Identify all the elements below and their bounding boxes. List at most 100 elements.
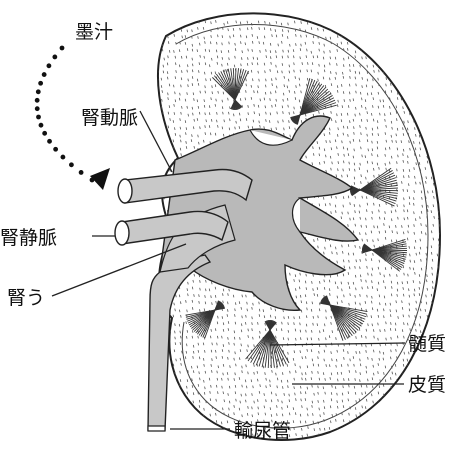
cortex-stipple-mark bbox=[402, 62, 403, 65]
cortex-stipple-mark bbox=[403, 399, 404, 402]
cortex-stipple-mark bbox=[445, 197, 446, 200]
cortex-stipple-mark bbox=[438, 161, 439, 164]
cortex-stipple-mark bbox=[445, 155, 446, 158]
cortex-stipple-mark bbox=[427, 62, 428, 65]
cortex-stipple-mark bbox=[384, 57, 385, 60]
cortex-stipple-mark bbox=[192, 421, 193, 424]
cortex-stipple-mark bbox=[181, 415, 182, 418]
cortex-stipple-mark bbox=[433, 316, 434, 319]
cortex-stipple-mark bbox=[439, 147, 440, 150]
cortex-stipple-mark bbox=[377, 448, 378, 451]
cortex-stipple-mark bbox=[162, 449, 163, 452]
cortex-stipple-mark bbox=[396, 70, 397, 73]
cortex-stipple-mark bbox=[396, 49, 397, 52]
cortex-stipple-mark bbox=[287, 448, 288, 451]
cortex-stipple-mark bbox=[409, 406, 410, 409]
cortex-stipple-mark bbox=[403, 57, 404, 60]
cortex-stipple-mark bbox=[427, 366, 428, 369]
cortex-stipple-mark bbox=[163, 168, 164, 171]
cortex-stipple-mark bbox=[181, 421, 182, 424]
cortex-stipple-mark bbox=[185, 433, 186, 436]
cortex-stipple-mark bbox=[395, 392, 396, 395]
cortex-stipple-mark bbox=[420, 43, 421, 46]
cortex-stipple-mark bbox=[377, 48, 378, 51]
cortex-stipple-mark bbox=[228, 441, 229, 444]
cortex-stipple-mark bbox=[324, 442, 325, 445]
cortex-stipple-mark bbox=[434, 29, 435, 32]
ink-dot bbox=[39, 123, 44, 128]
cortex-stipple-mark bbox=[224, 442, 225, 445]
cortex-stipple-mark bbox=[414, 58, 415, 61]
cortex-stipple-mark bbox=[162, 244, 163, 247]
cortex-stipple-mark bbox=[354, 21, 355, 24]
cortex-stipple-mark bbox=[384, 450, 385, 453]
cortex-stipple-mark bbox=[355, 429, 356, 432]
ink-dot bbox=[52, 55, 57, 60]
cortex-stipple-mark bbox=[283, 447, 284, 450]
cortex-stipple-mark bbox=[433, 420, 434, 423]
cortex-stipple-mark bbox=[444, 266, 445, 269]
cortex-stipple-mark bbox=[420, 78, 421, 81]
cortex-stipple-mark bbox=[445, 436, 446, 439]
cortex-stipple-mark bbox=[402, 21, 403, 24]
cortex-stipple-mark bbox=[355, 37, 356, 40]
cortex-stipple-mark bbox=[409, 371, 410, 374]
cortex-stipple-mark bbox=[181, 21, 182, 24]
cortex-stipple-mark bbox=[444, 44, 445, 47]
cortex-stipple-mark bbox=[398, 76, 399, 79]
cortex-stipple-mark bbox=[433, 21, 434, 24]
cortex-stipple-mark bbox=[444, 133, 445, 136]
cortex-stipple-mark bbox=[426, 441, 427, 444]
cortex-stipple-mark bbox=[408, 21, 409, 24]
cortex-stipple-mark bbox=[180, 435, 181, 438]
cortex-stipple-mark bbox=[253, 449, 254, 452]
cortex-stipple-mark bbox=[155, 91, 156, 94]
cortex-stipple-mark bbox=[174, 414, 175, 417]
cortex-stipple-mark bbox=[445, 274, 446, 277]
cortex-stipple-mark bbox=[365, 442, 366, 445]
cortex-stipple-mark bbox=[439, 128, 440, 131]
cortex-stipple-mark bbox=[188, 426, 189, 429]
cortex-stipple-mark bbox=[427, 92, 428, 95]
cortex-stipple-mark bbox=[440, 58, 441, 61]
cortex-stipple-mark bbox=[408, 43, 409, 46]
cortex-stipple-mark bbox=[410, 97, 411, 100]
cortex-stipple-mark bbox=[206, 433, 207, 436]
cortex-stipple-mark bbox=[157, 134, 158, 137]
cortex-stipple-mark bbox=[444, 218, 445, 221]
cortex-stipple-mark bbox=[361, 442, 362, 445]
cortex-stipple-mark bbox=[433, 329, 434, 332]
cortex-stipple-mark bbox=[392, 78, 393, 81]
cortex-stipple-mark bbox=[445, 126, 446, 129]
cortex-stipple-mark bbox=[438, 435, 439, 438]
cortex-stipple-mark bbox=[434, 414, 435, 417]
cortex-stipple-mark bbox=[391, 30, 392, 33]
cortex-stipple-mark bbox=[318, 448, 319, 451]
cortex-stipple-mark bbox=[402, 442, 403, 445]
cortex-stipple-mark bbox=[402, 27, 403, 30]
cortex-stipple-mark bbox=[384, 406, 385, 409]
cortex-stipple-mark bbox=[212, 448, 213, 451]
cortex-stipple-mark bbox=[402, 427, 403, 430]
cortex-stipple-mark bbox=[433, 42, 434, 45]
cortex-stipple-mark bbox=[391, 434, 392, 437]
cortex-stipple-mark bbox=[156, 147, 157, 150]
cortex-stipple-mark bbox=[426, 71, 427, 74]
cortex-stipple-mark bbox=[437, 406, 438, 409]
cortex-stipple-mark bbox=[443, 190, 444, 193]
cortex-stipple-mark bbox=[427, 28, 428, 31]
cortex-stipple-mark bbox=[331, 22, 332, 25]
cortex-stipple-mark bbox=[433, 148, 434, 151]
cortex-stipple-mark bbox=[157, 267, 158, 270]
cortex-stipple-mark bbox=[324, 449, 325, 452]
cortex-stipple-mark bbox=[437, 49, 438, 52]
cortex-stipple-mark bbox=[170, 372, 171, 375]
cortex-stipple-mark bbox=[414, 71, 415, 74]
cortex-stipple-mark bbox=[342, 21, 343, 24]
cortex-stipple-mark bbox=[349, 427, 350, 430]
cortex-stipple-mark bbox=[204, 449, 205, 452]
cortex-stipple-mark bbox=[407, 91, 408, 94]
cortex-stipple-mark bbox=[438, 301, 439, 304]
cortex-stipple-mark bbox=[379, 421, 380, 424]
